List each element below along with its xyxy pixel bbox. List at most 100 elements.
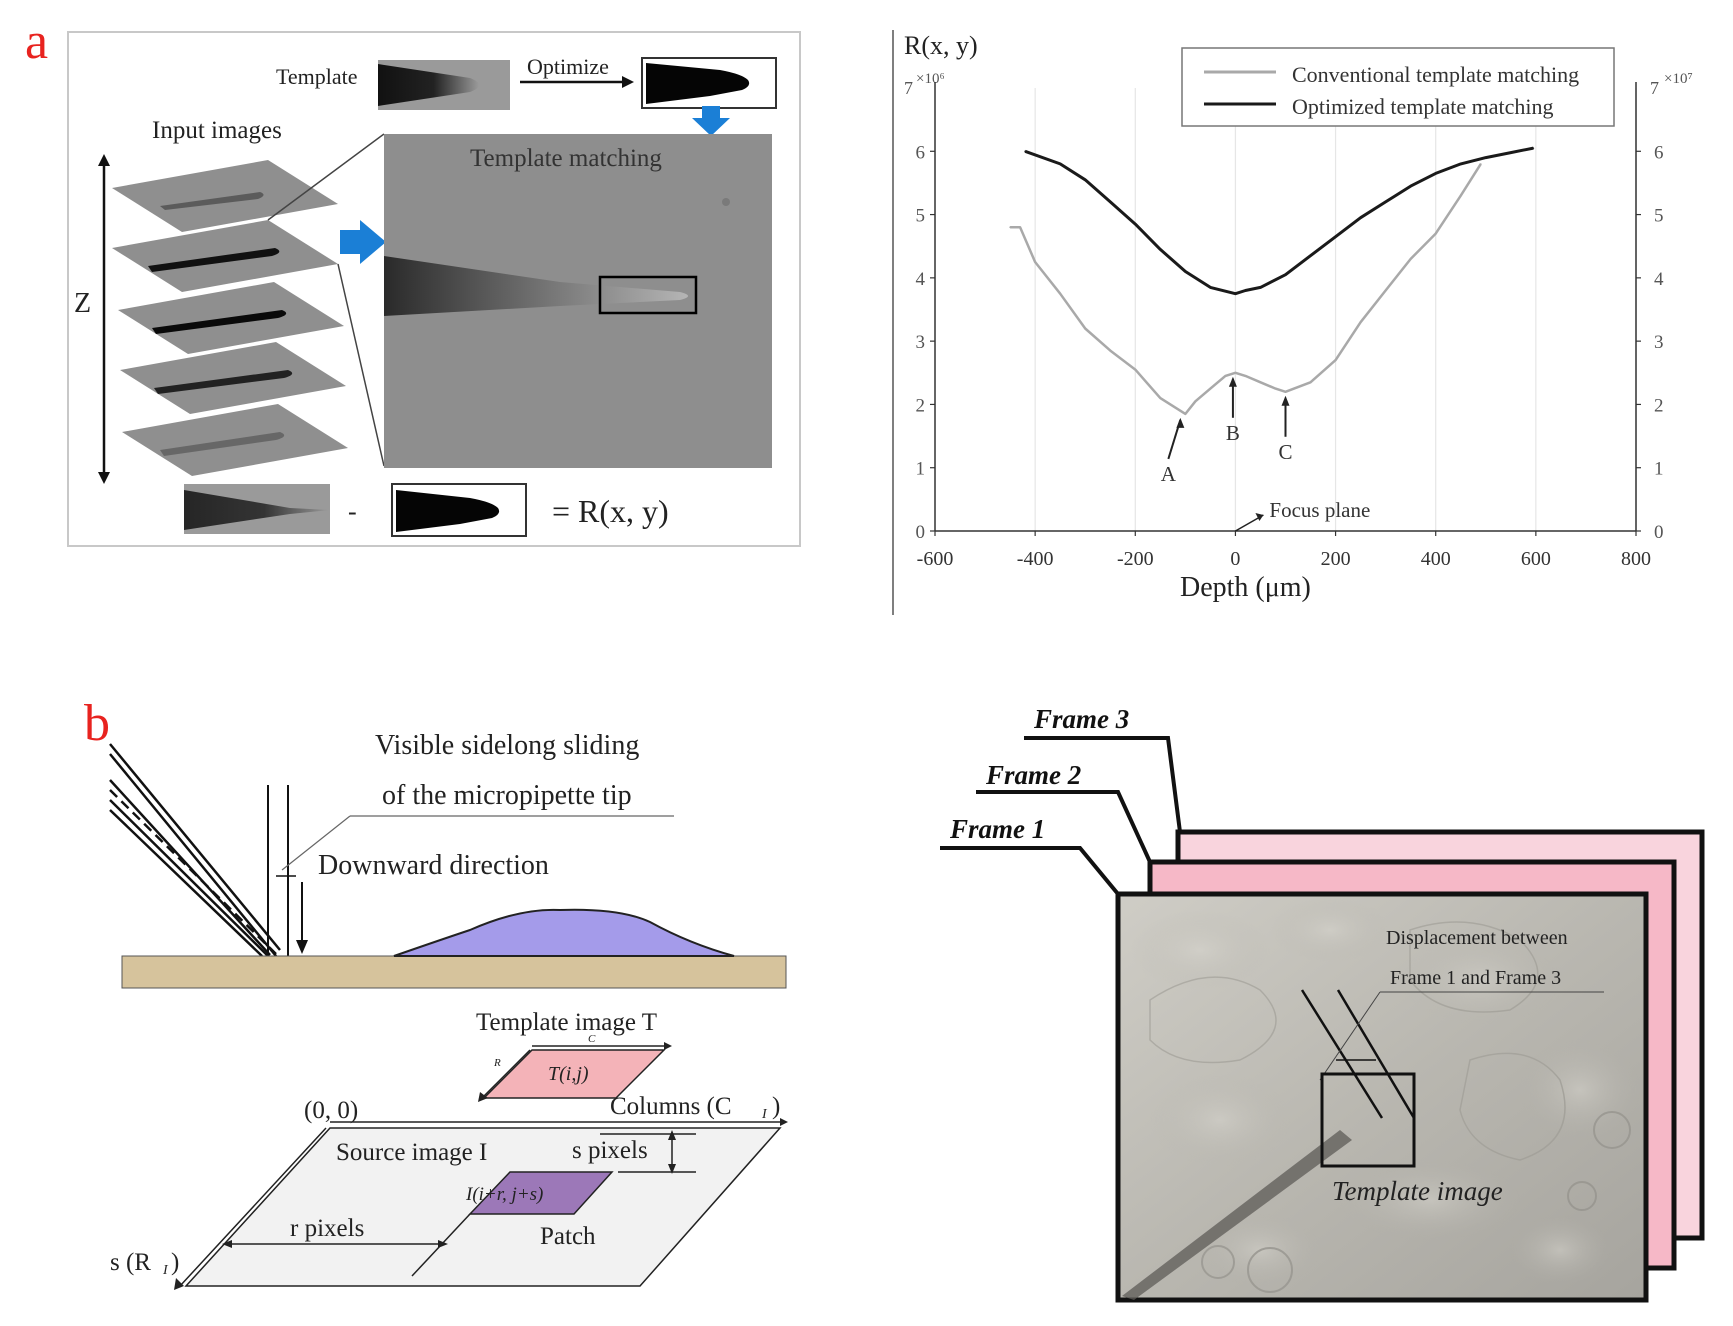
- series-point: [1209, 387, 1212, 390]
- cell-shape: [393, 908, 735, 957]
- y-right-tick-label: 0: [1654, 522, 1664, 543]
- rt-arrow-line: [481, 1049, 531, 1099]
- chart-grid: [1034, 88, 1637, 531]
- displacement-line-3: [1336, 989, 1416, 1119]
- series-point: [1059, 292, 1061, 295]
- series-point: [1224, 375, 1227, 377]
- series-point: [1009, 226, 1011, 229]
- sliding-label-line2: of the micropipette tip: [382, 780, 632, 811]
- rt-label: R: [493, 1057, 501, 1069]
- series-point: [1359, 321, 1362, 323]
- columns-close-paren: ): [772, 1093, 780, 1120]
- series-point: [1234, 292, 1237, 295]
- series-point: [1184, 270, 1187, 273]
- s-pixels-label: s pixels: [572, 1137, 648, 1164]
- rows-arrow-line: [179, 1127, 327, 1287]
- series-point: [1259, 381, 1262, 384]
- patch-formula: I(i+r, j+s): [465, 1184, 543, 1205]
- series-point: [1109, 349, 1112, 352]
- downward-arrowhead: [296, 940, 308, 954]
- series-point: [1059, 163, 1061, 165]
- series-point: [1109, 201, 1112, 203]
- series-point: [1459, 194, 1462, 197]
- legend-box: [1181, 47, 1615, 127]
- frame1-label: Frame 1: [949, 814, 1045, 844]
- y-right-tick-label: 6: [1654, 142, 1664, 163]
- chart-series: [1009, 146, 1535, 416]
- r-arrow-right: [438, 1240, 448, 1248]
- displacement-label-line1: Displacement between: [1386, 927, 1568, 949]
- series-point: [1434, 172, 1437, 175]
- ct-label: C: [588, 1033, 596, 1045]
- template-image-box: [1320, 1072, 1416, 1168]
- z-axis-arrow-bottom: [98, 472, 110, 484]
- input-image-slice: [118, 282, 344, 354]
- downward-direction-label: Downward direction: [318, 850, 549, 881]
- template-parallelogram: [482, 1049, 666, 1099]
- columns-label: Columns (C: [610, 1093, 732, 1120]
- template-cell-label: T(i,j): [548, 1063, 589, 1085]
- focus-plane-label: Focus plane: [1269, 498, 1370, 522]
- series-point: [1134, 368, 1137, 371]
- series-point: [1532, 147, 1535, 149]
- pipette-dashed-line: [109, 789, 277, 955]
- displacement-leader: [1319, 991, 1381, 1081]
- cell-textures: [1130, 898, 1640, 1293]
- series-point: [1384, 289, 1387, 292]
- series-point: [1359, 216, 1362, 219]
- substrate: [121, 955, 787, 989]
- series-point: [1259, 286, 1262, 289]
- r-pixels-label: r pixels: [290, 1215, 364, 1242]
- series-point: [1459, 163, 1462, 165]
- rt-arrowhead: [478, 1092, 488, 1102]
- series-point: [1334, 235, 1337, 238]
- pipette-line: [109, 809, 263, 957]
- series-point: [1194, 400, 1197, 403]
- frame2-leader: [976, 790, 1152, 863]
- series-point: [1510, 151, 1512, 154]
- annotation-label: B: [1226, 421, 1240, 445]
- series-point: [1184, 413, 1187, 415]
- template-image-diagram: Template image T C R T(i,j): [476, 1009, 672, 1102]
- equation-label: = R(x, y): [552, 493, 669, 529]
- y-tick-label: 2: [916, 395, 926, 416]
- origin-label: (0, 0): [304, 1097, 358, 1124]
- x-tick-label: 800: [1621, 548, 1651, 570]
- debris-dot: [722, 198, 730, 206]
- template-matching-schematic: Template Optimize Input images Z: [67, 31, 801, 547]
- input-image-slice: [112, 160, 338, 232]
- frame2-label: Frame 2: [985, 760, 1081, 790]
- template-label: Template: [276, 64, 358, 89]
- patch-tip-shape: [184, 490, 330, 530]
- ct-arrowhead: [664, 1042, 672, 1050]
- blue-down-arrow: [692, 106, 730, 136]
- input-image-slice: [120, 342, 346, 414]
- optimize-label: Optimize: [527, 54, 609, 79]
- series-point: [1244, 375, 1247, 377]
- pipette-outer-line: [109, 753, 277, 957]
- series-point: [1084, 178, 1087, 181]
- series-point: [1174, 406, 1177, 409]
- blue-right-arrow: [340, 220, 386, 264]
- template-image-caption: Template image: [1332, 1176, 1503, 1206]
- rows-sub: I: [162, 1263, 169, 1278]
- series-point: [1434, 232, 1437, 235]
- panel-a-label: a: [25, 13, 48, 70]
- optimized-template-shape: [646, 63, 750, 104]
- r-arrow-left: [222, 1240, 232, 1248]
- template-matching-label: Template matching: [470, 145, 662, 172]
- input-images-label: Input images: [152, 117, 282, 144]
- rows-close-paren: ): [171, 1249, 179, 1276]
- annotation-arrowhead: [1281, 395, 1290, 406]
- y-tick-label: 4: [916, 269, 926, 290]
- source-image-diagram: (0, 0) Columns (C I ) Source image I s p…: [110, 1093, 788, 1290]
- x-tick-label: -600: [917, 548, 954, 570]
- y-right-tick-label: 5: [1654, 206, 1664, 227]
- source-image-label: Source image I: [336, 1139, 487, 1166]
- legend-label-optimized: Optimized template matching: [1292, 94, 1553, 119]
- columns-sub: I: [761, 1107, 768, 1122]
- series-point: [1409, 185, 1412, 187]
- zoom-line-top: [267, 133, 385, 221]
- sliding-schematic: Visible sidelong sliding of the micropip…: [109, 730, 787, 989]
